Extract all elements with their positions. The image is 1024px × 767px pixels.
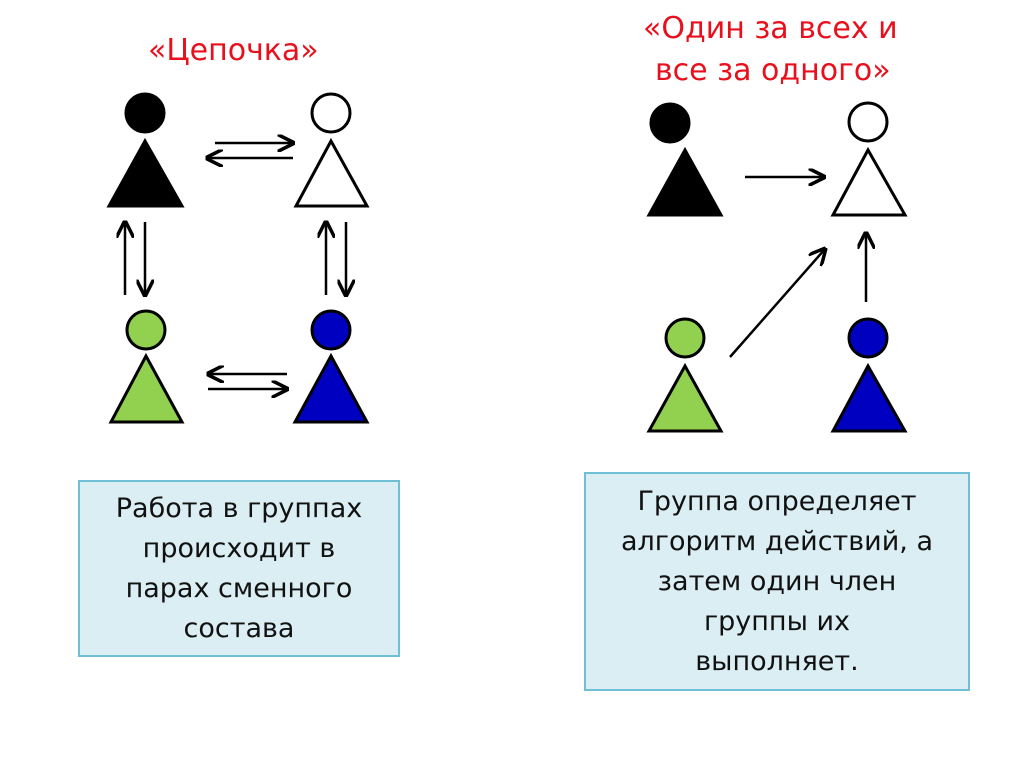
one-for-all-description-box: Группа определяет алгоритм действий, а з… bbox=[584, 472, 970, 691]
person-green-left bbox=[108, 309, 185, 424]
one-for-all-title-line1: «Один за всех и bbox=[643, 11, 898, 46]
person-black-left bbox=[106, 92, 185, 208]
person-white-left bbox=[293, 92, 370, 208]
person-black-right bbox=[646, 102, 724, 217]
chain-title: «Цепочка» bbox=[148, 33, 319, 68]
one-for-all-arrows bbox=[729, 177, 866, 358]
person-green-right bbox=[646, 317, 724, 433]
chain-arrows bbox=[125, 143, 346, 389]
person-blue-left bbox=[292, 309, 370, 424]
person-white-right bbox=[830, 101, 908, 217]
person-blue-right bbox=[830, 317, 908, 433]
one-for-all-title-line2: все за одного» bbox=[655, 53, 891, 88]
chain-description-box: Работа в группах происходит в парах смен… bbox=[78, 480, 400, 657]
